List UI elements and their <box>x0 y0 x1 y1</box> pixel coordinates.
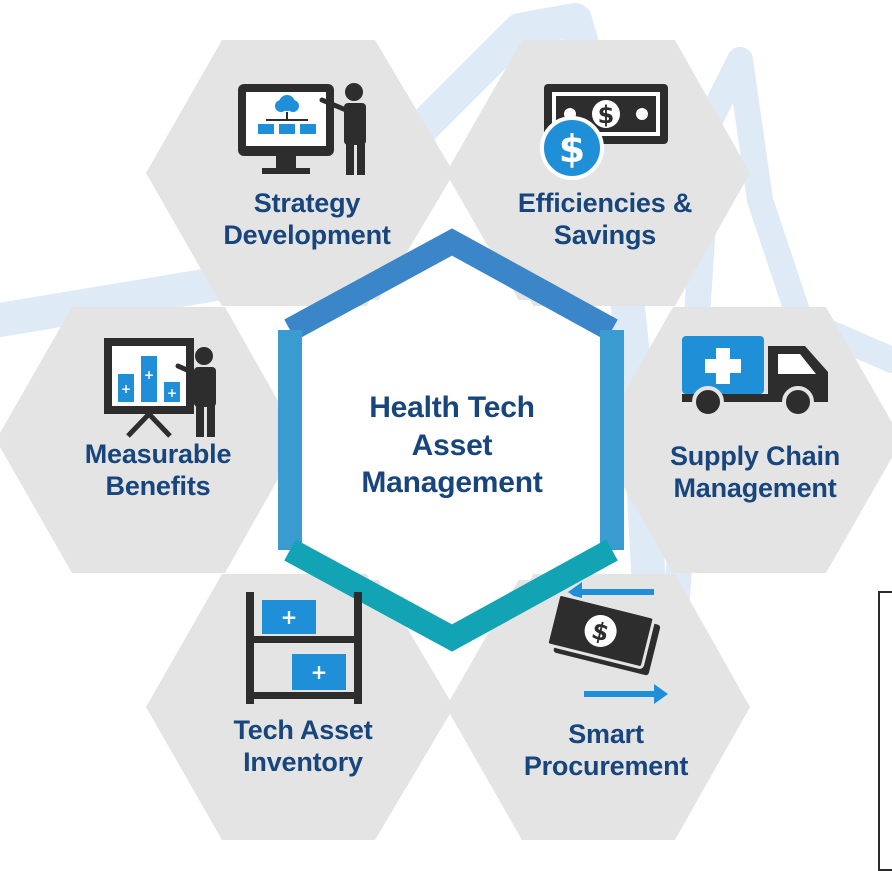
label-line: Savings <box>553 220 657 250</box>
label-supply-chain-management: Supply Chain Management <box>670 441 840 505</box>
hexagon-measurable <box>0 307 300 573</box>
label-line: Management <box>673 473 837 503</box>
hexagon-procurement <box>446 574 750 840</box>
medical-truck-icon <box>682 336 828 418</box>
svg-text:$: $ <box>559 127 585 171</box>
label-line: Procurement <box>523 751 689 781</box>
svg-text:+: + <box>311 660 328 684</box>
center-title-line: Management <box>361 465 543 499</box>
center-title-line: Health Tech <box>369 390 535 424</box>
dollar-banknote-icon: $ $ <box>540 84 668 180</box>
bar-chart-presentation-icon: + + + <box>104 338 216 438</box>
center-ring <box>278 228 624 652</box>
label-line: Tech Asset <box>233 715 373 746</box>
label-line: Development <box>223 220 391 250</box>
label-line: Inventory <box>243 747 363 777</box>
svg-text:+: + <box>167 386 177 400</box>
hexagon-inventory <box>146 574 454 840</box>
svg-text:$: $ <box>589 616 612 647</box>
label-line: Smart <box>568 719 644 750</box>
label-efficiencies-savings: Efficiencies & Savings <box>518 188 692 252</box>
label-line: Measurable <box>84 439 232 470</box>
label-measurable-benefits: Measurable Benefits <box>85 439 232 503</box>
shelf-boxes-icon: + + <box>246 592 362 704</box>
label-line: Supply Chain <box>669 441 841 472</box>
presentation-flowchart-icon <box>238 83 366 175</box>
money-exchange-icon: $ <box>545 582 668 704</box>
label-tech-asset-inventory: Tech Asset Inventory <box>233 715 372 779</box>
svg-text:+: + <box>281 605 298 629</box>
svg-text:+: + <box>121 382 131 396</box>
center-title-line: Asset <box>411 428 493 462</box>
svg-text:+: + <box>144 368 154 382</box>
center-title: Health Tech Asset Management <box>361 389 543 502</box>
ring-segment-bottom <box>284 539 618 652</box>
label-line: Strategy <box>253 188 361 219</box>
hexagon-efficiencies <box>446 40 750 306</box>
label-strategy-development: Strategy Development <box>223 188 391 252</box>
ring-segment-top <box>284 228 618 341</box>
label-line: Efficiencies & <box>517 188 693 219</box>
label-line: Benefits <box>105 471 211 501</box>
svg-text:$: $ <box>598 101 615 129</box>
label-smart-procurement: Smart Procurement <box>523 719 689 783</box>
center-hexagon <box>290 300 610 580</box>
